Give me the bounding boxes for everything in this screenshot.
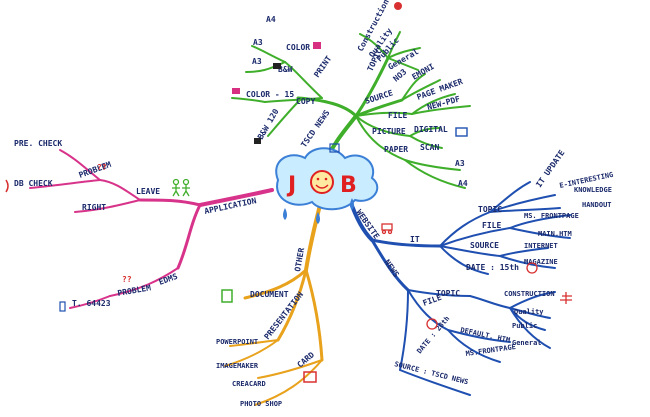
label-news: NEWS [382,258,401,279]
label-tscd-news: TSCD NEWS [299,108,331,149]
label-powerpoint: POWERPOINT [216,338,258,346]
tree-icon [394,2,402,10]
label-other: OTHER [293,247,306,272]
card-icon [303,371,317,383]
label-a3-bw: A3 [252,57,262,66]
news-icon [329,143,340,153]
copier-icon [254,138,261,144]
label-default-htm: DEFAULT. HTM [460,326,511,344]
label-pre-check: PRE. CHECK [14,139,62,148]
document-icon [221,289,233,303]
globe-icon [426,318,438,330]
label-file-it: FILE [482,221,501,230]
label-ms-frontpage-news: MS.FRONTPAGE [465,343,516,358]
label-internet: INTERNET [524,242,558,250]
print-labels: TSCD NEWS PRINT COLOR A4 A3 A3 B&W COPY … [246,15,334,149]
water-drop-icon [350,198,354,210]
label-digital: DIGITAL [414,125,448,134]
camera-icon [455,127,468,137]
label-problem-2: PROBLEM [117,283,152,298]
label-color-15: COLOR - 15 [246,90,294,99]
label-file: FILE [388,111,407,120]
label-general-news: General [512,339,542,347]
label-topic-it: TOPIC [478,205,502,214]
print-branch [231,31,471,189]
label-a3: A3 [253,38,263,47]
label-bw: B&W [278,65,293,74]
smiley-eye-left [316,177,320,181]
truck-icon [381,223,393,235]
water-drop-icon [316,212,320,224]
label-photoshop: PHOTO SHOP [240,400,282,408]
website-labels: WEBSITE IT TOPIC IT UPDATE E-INTERESTING… [354,148,614,386]
label-db-check: DB CHECK [14,179,53,188]
label-a3-paper: A3 [455,159,465,168]
label-knowledge: KNOWLEDGE [574,186,612,194]
website-branch [348,181,571,396]
label-it: IT [410,235,420,244]
smiley-eye-right [324,177,328,181]
globe-icon [526,262,538,274]
label-topic-news: TOPIC [436,289,460,298]
label-copy: COPY [296,97,315,106]
center-letter-j: J [286,173,296,198]
label-date-15: DATE : 15th [466,263,519,272]
label-question-marks: ?? [97,163,107,172]
smiley-mouth [315,184,329,189]
other-branch [224,203,324,406]
printer-icon [273,63,281,69]
label-color: COLOR [286,43,310,52]
application-labels: APPLICATION LEAVE PROBLEM PRE. CHECK DB … [14,139,257,308]
label-main-htm: MAIN.HTM [538,230,572,238]
label-edms: EDMS [158,272,179,287]
label-creacard: CREACARD [232,380,266,388]
center-letter-b: B [340,173,357,198]
other-labels: OTHER DOCUMENT PRESENTATION POWERPOINT I… [216,247,316,408]
crane-icon [560,292,572,304]
label-a4: A4 [266,15,276,24]
water-drop-icon [283,208,287,220]
label-imagemaker: IMAGEMAKER [216,362,259,370]
label-scan: SCAN [420,143,439,152]
label-magazine: MAGAZINE [524,258,558,266]
printer-icon [313,42,321,49]
people-icon [172,178,190,197]
label-a4-paper: A4 [458,179,468,188]
label-handout: HANDOUT [582,201,612,209]
label-paper: PAPER [384,145,408,154]
printer-icon [232,88,240,94]
label-print: PRINT [312,54,333,79]
label-public-news: Public [512,322,537,330]
label-ms-frontpage: MS. FRONTPAGE [524,212,579,220]
label-source-it: SOURCE [470,241,499,250]
doodles [5,2,572,383]
label-emoni: EMONI [411,62,437,82]
label-construction-news: CONSTRUCTION [504,290,555,298]
label-file-news: FILE [422,293,443,308]
label-document: DOCUMENT [250,290,289,299]
label-leave: LEAVE [136,187,160,196]
center-node: J B [275,147,379,224]
application-branch [29,149,274,309]
label-tel: T. 64423 [72,299,111,308]
phone-icon [5,179,9,193]
label-quality-news: Quality [514,308,544,316]
center-letter-o [310,170,334,194]
label-question-marks-2: ?? [122,275,132,284]
mobile-phone-icon [59,301,66,312]
label-right: RIGHT [82,203,106,212]
label-picture: PICTURE [372,127,406,136]
